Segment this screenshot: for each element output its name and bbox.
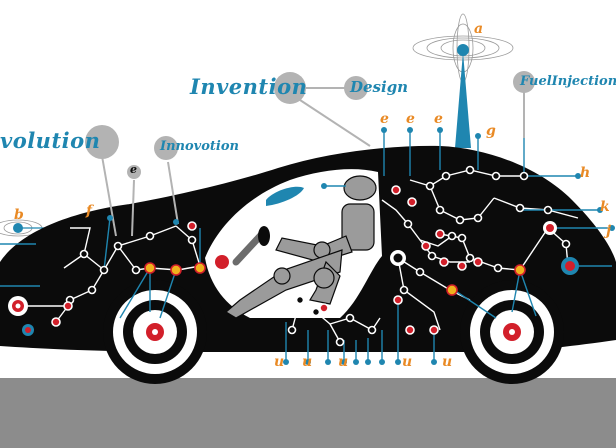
blue-connectors bbox=[0, 130, 612, 362]
tag-e-2: e bbox=[406, 111, 415, 127]
tag-u-3: u bbox=[338, 354, 349, 370]
robot-driver bbox=[224, 175, 377, 319]
tag-e-1: e bbox=[380, 111, 389, 127]
white-nodes bbox=[65, 165, 571, 347]
label-innovation: Innovotion bbox=[160, 139, 239, 154]
design-bubble bbox=[344, 76, 368, 100]
blue-endpoint-dots bbox=[107, 127, 615, 365]
tag-u-1: u bbox=[274, 354, 285, 370]
label-invention: Invention bbox=[190, 74, 308, 99]
label-design: Design bbox=[350, 78, 409, 96]
antenna-tip-node bbox=[457, 44, 469, 56]
rear-mirror bbox=[266, 186, 304, 206]
tag-u-4: u bbox=[402, 354, 413, 370]
tag-e-grey: e bbox=[130, 163, 137, 176]
label-revolution: volution bbox=[0, 128, 101, 153]
revolution-bubble bbox=[85, 125, 119, 159]
antenna-mast bbox=[455, 52, 471, 148]
small-grey-bubble bbox=[127, 165, 141, 179]
tag-u-5: u bbox=[442, 354, 453, 370]
tag-g: g bbox=[486, 123, 496, 139]
label-fuel-injection: FuelInjection bbox=[520, 74, 616, 89]
rear-wheel bbox=[460, 280, 564, 384]
grey-leader-lines bbox=[101, 87, 371, 237]
tag-j: j bbox=[606, 223, 612, 239]
yellow-nodes bbox=[144, 262, 526, 296]
front-wheel bbox=[103, 280, 207, 384]
tag-e-3: e bbox=[434, 111, 443, 127]
ground-strip bbox=[0, 378, 616, 448]
fuel-injection-bubble bbox=[513, 71, 535, 93]
invention-bubble bbox=[274, 72, 306, 104]
tag-b: b bbox=[14, 207, 24, 223]
tag-a: a bbox=[474, 21, 484, 37]
ringed-nodes bbox=[8, 221, 579, 336]
red-nodes bbox=[51, 185, 483, 335]
tag-u-2: u bbox=[302, 354, 313, 370]
tag-f: f bbox=[86, 203, 93, 219]
tag-h: h bbox=[580, 165, 591, 181]
tag-k: k bbox=[600, 199, 610, 215]
steering-wheel bbox=[215, 226, 270, 269]
innovation-bubble bbox=[154, 136, 178, 160]
